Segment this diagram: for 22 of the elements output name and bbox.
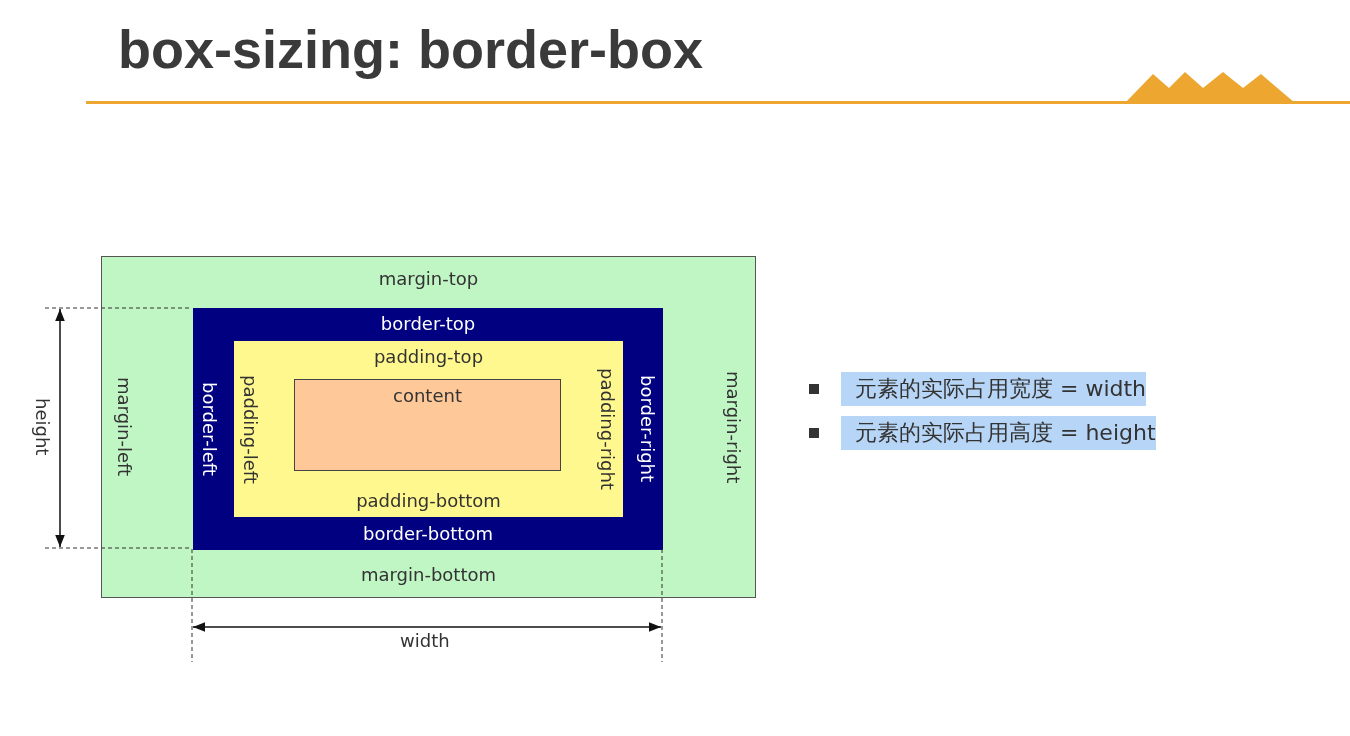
side-label: padding-left: [240, 374, 260, 484]
side-label: padding-right: [597, 368, 617, 490]
side-label: padding-top: [373, 347, 484, 367]
bullet-text: 元素的实际占用宽度 = width: [841, 372, 1147, 406]
slide-title: box-sizing: border-box: [118, 18, 703, 80]
side-label: margin-top: [378, 269, 479, 289]
side-label: border-right: [637, 375, 657, 483]
side-label: margin-bottom: [360, 565, 497, 585]
side-label: margin-left: [114, 377, 134, 477]
side-label: border-top: [380, 314, 476, 334]
side-label: margin-right: [723, 370, 743, 484]
side-label: border-left: [199, 382, 219, 476]
padding-box: [234, 341, 623, 517]
side-label: padding-bottom: [356, 491, 501, 511]
margin-box: [101, 256, 756, 598]
content-box: [294, 379, 561, 471]
bullet-text: 元素的实际占用高度 = height: [841, 416, 1156, 450]
border-box: [193, 308, 663, 550]
dimension-label: height: [32, 398, 52, 456]
dimension-label: width: [400, 631, 450, 651]
side-label: content: [393, 386, 462, 406]
side-label: border-bottom: [363, 524, 493, 544]
